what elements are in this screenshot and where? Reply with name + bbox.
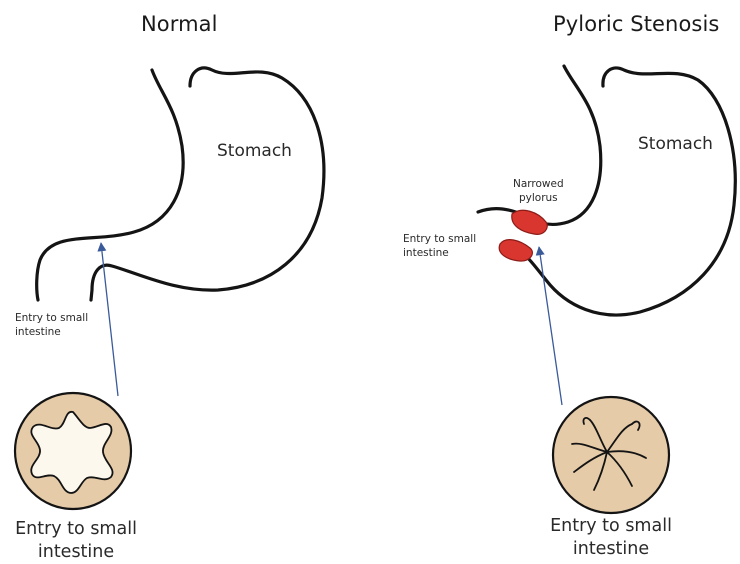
stenosis-cross-section-label: Entry to small intestine [541, 515, 681, 561]
normal-stomach-label: Stomach [217, 143, 292, 160]
normal-cross-section-label: Entry to small intestine [6, 518, 146, 564]
normal-entry-label-line2: intestine [15, 325, 88, 339]
stenosis-entry-label: Entry to small intestine [403, 232, 476, 260]
pylorus-muscle-lower [499, 240, 532, 261]
stenosis-cross-section-label-line1: Entry to small [541, 515, 681, 538]
stenosis-cross-section-label-line2: intestine [541, 538, 681, 561]
normal-greater-curvature [91, 68, 324, 300]
normal-panel-title: Normal [141, 14, 218, 35]
stenosis-stomach-label: Stomach [638, 136, 713, 153]
normal-stomach-outline [37, 68, 324, 300]
stenosis-panel-title: Pyloric Stenosis [553, 14, 719, 35]
narrowed-pylorus-label-line2: pylorus [513, 191, 564, 205]
stenosis-entry-label-line1: Entry to small [403, 232, 476, 246]
normal-cross-section [15, 393, 131, 509]
normal-cross-section-label-line2: intestine [6, 541, 146, 564]
stenosis-entry-label-line2: intestine [403, 246, 476, 260]
stenosis-cross-section [553, 397, 669, 513]
normal-entry-label-line1: Entry to small [15, 311, 88, 325]
stenosis-pointer-arrow [539, 247, 562, 405]
narrowed-pylorus-label: Narrowed pylorus [513, 177, 564, 205]
narrowed-pylorus-label-line1: Narrowed [513, 177, 564, 191]
normal-entry-label: Entry to small intestine [15, 311, 88, 339]
pylorus-muscle-upper [512, 210, 547, 234]
normal-cross-section-label-line1: Entry to small [6, 518, 146, 541]
